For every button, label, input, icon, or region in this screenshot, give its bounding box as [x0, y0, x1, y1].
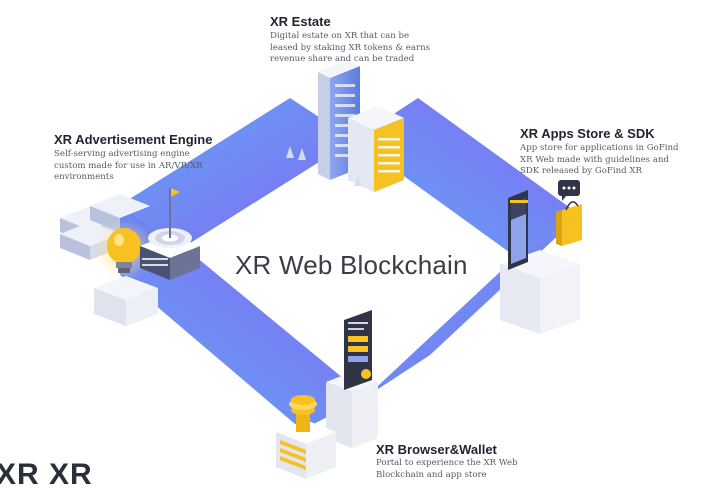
lightbulb-icon — [94, 220, 158, 326]
diagram-canvas: XR Web Blockchain XR Estate Digital esta… — [0, 14, 679, 491]
advertisement-desc-line: environments — [54, 172, 114, 183]
advertisement-desc-line: custom made for use in AR/VR/XR — [54, 160, 203, 171]
estate-desc-line: Digital estate on XR that can be — [270, 31, 410, 41]
target-flag-icon — [140, 188, 200, 280]
chat-bubble-icon — [558, 180, 580, 201]
coin-stack-icon — [276, 395, 336, 479]
diagram-artwork — [60, 60, 582, 479]
apps-store-desc-line: SDK released by GoFind XR — [520, 166, 643, 177]
estate-description: Digital estate on XR that can be leased … — [270, 31, 430, 66]
browser-wallet-description: Portal to experience the XR Web Blockcha… — [376, 458, 518, 481]
apps-store-description: App store for applications in GoFind XR … — [520, 143, 679, 178]
apps-store-desc-line: App store for applications in GoFind — [520, 143, 679, 153]
advertisement-desc-line: Self-serving advertising engine — [54, 149, 190, 159]
advertisement-description: Self-serving advertising engine custom m… — [54, 149, 203, 184]
smartphone-icon — [500, 190, 580, 334]
apps-store-title: XR Apps Store & SDK — [520, 126, 655, 141]
browser-wallet-desc-line: Portal to experience the XR Web — [376, 458, 518, 468]
corner-cropped-text: XR XR — [0, 458, 93, 491]
advertisement-title: XR Advertisement Engine — [54, 132, 213, 147]
shopping-bag-icon — [556, 201, 582, 246]
estate-desc-line: revenue share and can be traded — [270, 54, 415, 65]
apps-store-desc-line: XR Web made with guidelines and — [520, 154, 669, 165]
estate-desc-line: leased by staking XR tokens & earns — [270, 42, 431, 53]
building-icon — [286, 60, 404, 192]
estate-title: XR Estate — [270, 14, 331, 29]
center-title: XR Web Blockchain — [235, 250, 468, 280]
browser-wallet-desc-line: Blockchain and app store — [376, 469, 487, 480]
browser-wallet-title: XR Browser&Wallet — [376, 442, 497, 457]
